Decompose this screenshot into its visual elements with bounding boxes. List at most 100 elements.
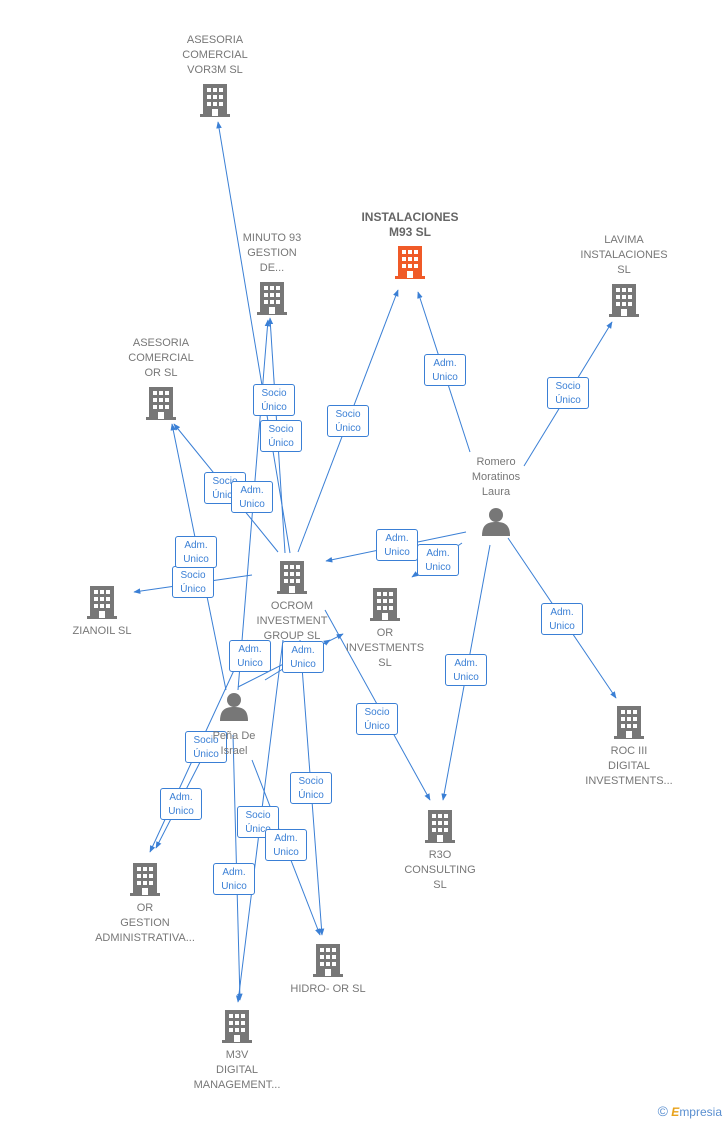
node-label-line: CONSULTING xyxy=(404,864,476,876)
building-icon-zianoil[interactable] xyxy=(87,586,117,619)
building-icon-asesoria_or[interactable] xyxy=(146,387,176,420)
edge-label-line: Adm. xyxy=(274,833,298,844)
edge-label-line: Unico xyxy=(168,806,194,817)
node-label-line: OR xyxy=(376,627,394,639)
building-icon-r3o[interactable] xyxy=(425,810,455,843)
edge-label-line: Único xyxy=(335,423,361,434)
node-label-line: SL xyxy=(378,657,392,669)
node-label-line: ZIANOIL SL xyxy=(72,625,132,637)
edge-label[interactable]: Adm.Unico xyxy=(282,641,324,673)
node-label-line: M3V xyxy=(225,1049,249,1061)
node-label-line: DIGITAL xyxy=(608,760,650,772)
node-label-line: DE... xyxy=(259,262,285,274)
edge-label-line: Único xyxy=(245,824,271,835)
node-label-line: INVESTMENTS... xyxy=(585,775,673,787)
person-icon-romero[interactable] xyxy=(482,508,510,536)
edge-ocrom-to-asesoria_vor3m xyxy=(216,121,291,554)
edge-label-line: Socio xyxy=(335,409,361,420)
building-icon-lavima[interactable] xyxy=(609,284,639,317)
node-label-lavima[interactable]: LAVIMA INSTALACIONES SL xyxy=(554,233,694,278)
edge-label-line: Adm. xyxy=(550,607,574,618)
building-icon-or_investments[interactable] xyxy=(370,588,400,621)
brand-logo-initial: E xyxy=(671,1105,680,1119)
node-label-line: MANAGEMENT... xyxy=(193,1079,281,1091)
edge-label-line: Unico xyxy=(384,547,410,558)
node-label-line: COMERCIAL xyxy=(182,49,248,61)
node-label-line: Peña De xyxy=(212,730,256,742)
edge-label[interactable]: Adm. Unico xyxy=(231,481,273,513)
brand-name: mpresia xyxy=(679,1105,722,1119)
edge-label-line: Único xyxy=(261,402,287,413)
edge-label-line: Unico xyxy=(237,658,263,669)
node-label-line: SL xyxy=(617,264,631,276)
node-label-line: Romero xyxy=(476,456,516,468)
node-label-line: INVESTMENT xyxy=(256,615,328,627)
building-icon-minuto93[interactable] xyxy=(257,282,287,315)
building-icon-or_gestion[interactable] xyxy=(130,863,160,896)
edge-label[interactable]: Adm. Unico xyxy=(265,829,307,861)
edge-label[interactable]: Adm. Unico xyxy=(376,529,418,561)
building-icon-roc3[interactable] xyxy=(614,706,644,739)
node-label-hidro[interactable]: HIDRO- OR SL xyxy=(258,982,398,997)
edge-label-line: Socio xyxy=(245,810,271,821)
edge-label[interactable]: Adm.Unico xyxy=(541,603,583,635)
node-label-zianoil[interactable]: ZIANOIL SL xyxy=(32,624,172,639)
edge-label-line: Adm. xyxy=(240,485,264,496)
node-label-line: LAVIMA xyxy=(604,234,644,246)
edge-label-line: Adm. xyxy=(184,540,208,551)
node-label-or_investments[interactable]: OR INVESTMENTS SL xyxy=(315,626,455,671)
building-icon-hidro[interactable] xyxy=(313,944,343,977)
node-label-roc3[interactable]: ROC III DIGITAL INVESTMENTS... xyxy=(559,744,699,789)
edge-label-line: Unico xyxy=(432,372,458,383)
node-label-line: OR SL xyxy=(144,367,178,379)
building-icon-asesoria_vor3m[interactable] xyxy=(200,84,230,117)
edge-label[interactable]: Adm.Unico xyxy=(417,544,459,576)
building-icon-ocrom[interactable] xyxy=(277,561,307,594)
edge-label[interactable]: Adm.Unico xyxy=(424,354,466,386)
building-icon-m3v[interactable] xyxy=(222,1010,252,1043)
node-label-line: ADMINISTRATIVA... xyxy=(95,932,195,944)
building-icon-instalaciones_m93[interactable] xyxy=(395,246,425,279)
node-label-line: INSTALACIONES xyxy=(580,249,668,261)
edge-label-line: Unico xyxy=(239,499,265,510)
edge-label-line: Socio xyxy=(193,735,219,746)
edge-label[interactable]: Adm.Unico xyxy=(213,863,255,895)
edge-label-line: Socio xyxy=(268,424,294,435)
edge-label-line: Unico xyxy=(273,847,299,858)
edge-label[interactable]: Adm. Unico xyxy=(175,536,217,568)
node-label-line: ROC III xyxy=(610,745,648,757)
node-label-line: M93 SL xyxy=(388,225,431,239)
node-label-line: INVESTMENTS xyxy=(345,642,425,654)
edge-label[interactable]: Adm.Unico xyxy=(445,654,487,686)
node-label-line: GESTION xyxy=(247,247,297,259)
edge-label[interactable]: Adm.Unico xyxy=(229,640,271,672)
edge-label-line: Único xyxy=(364,721,390,732)
edge-label-line: Adm. xyxy=(169,792,193,803)
node-label-line: INSTALACIONES xyxy=(361,210,459,224)
edge-label[interactable]: Adm. Unico xyxy=(160,788,202,820)
edge-label-line: Unico xyxy=(183,554,209,565)
person-icon-israel[interactable] xyxy=(220,693,248,721)
edge-label-line: Adm. xyxy=(291,645,315,656)
node-label-line: ASESORIA xyxy=(132,337,190,349)
edge-label-line: Adm. xyxy=(385,533,409,544)
edge-label-line: Único xyxy=(298,790,324,801)
